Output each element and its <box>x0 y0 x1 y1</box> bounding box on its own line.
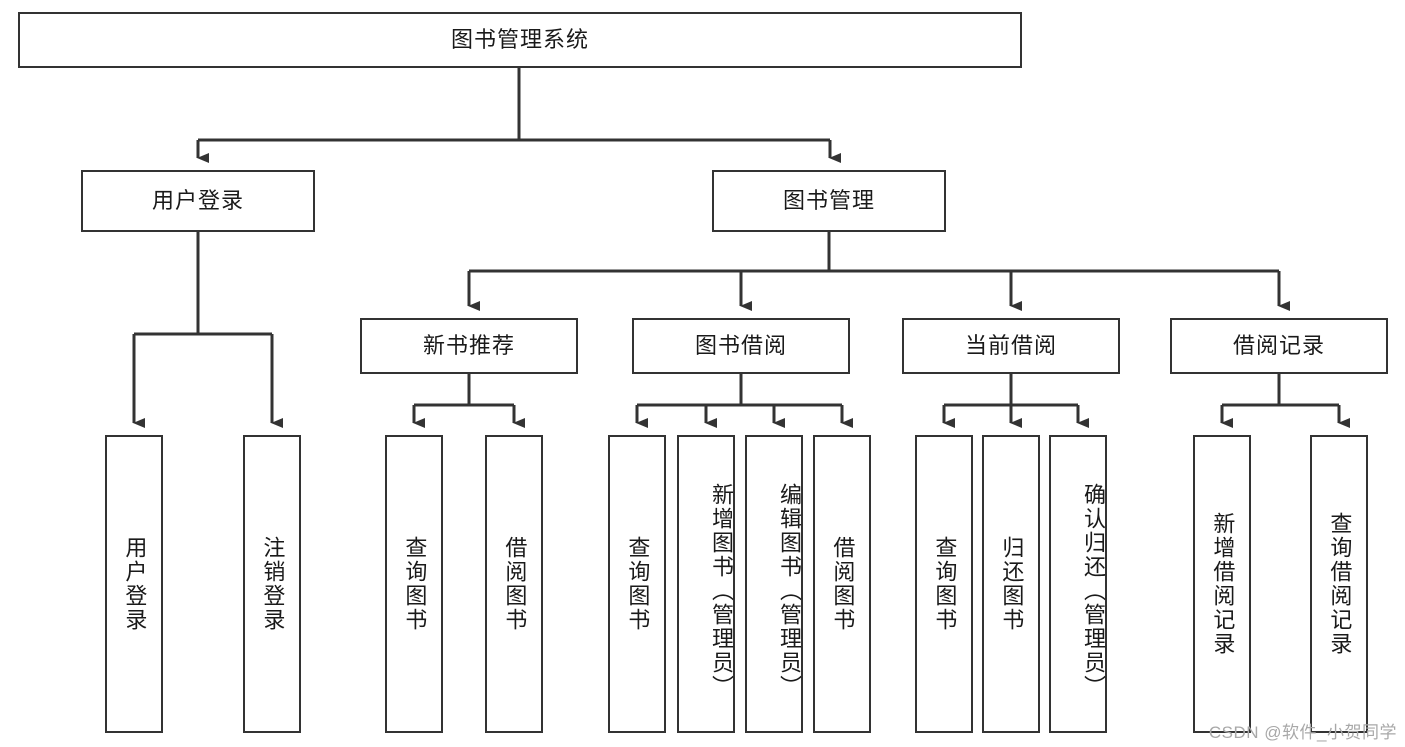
edge-borrow-record-to-leaves <box>1220 374 1350 428</box>
node-leaf-borrow-book[interactable]: 借阅图书 <box>813 435 871 733</box>
node-book-borrow-label: 图书借阅 <box>694 332 787 358</box>
watermark-text: CSDN @软件_小贺同学 <box>1208 723 1397 742</box>
node-leaf-confirm-return-label: 确认归还（管理员） <box>1081 483 1106 699</box>
node-root[interactable]: 图书管理系统 <box>18 12 1022 68</box>
node-leaf-logout[interactable]: 注销登录 <box>243 435 301 733</box>
node-leaf-edit-book[interactable]: 编辑图书（管理员） <box>745 435 803 733</box>
node-current-borrow-label: 当前借阅 <box>964 332 1057 358</box>
node-leaf-add-borrow-record[interactable]: 新增借阅记录 <box>1193 435 1251 733</box>
node-book-manage[interactable]: 图书管理 <box>712 170 946 232</box>
edge-root-to-level2 <box>196 68 841 163</box>
node-leaf-logout-label: 注销登录 <box>260 536 286 632</box>
node-leaf-query-book-current[interactable]: 查询图书 <box>915 435 973 733</box>
node-leaf-borrow-book-recommend-label: 借阅图书 <box>502 536 528 632</box>
node-leaf-confirm-return[interactable]: 确认归还（管理员） <box>1049 435 1107 733</box>
node-user-login[interactable]: 用户登录 <box>81 170 315 232</box>
node-leaf-query-book-borrow[interactable]: 查询图书 <box>608 435 666 733</box>
node-leaf-query-book-current-label: 查询图书 <box>932 536 958 632</box>
edge-book-manage-to-level3 <box>467 232 1290 311</box>
node-leaf-add-book[interactable]: 新增图书（管理员） <box>677 435 735 733</box>
node-leaf-return-book[interactable]: 归还图书 <box>982 435 1040 733</box>
node-leaf-query-book-recommend[interactable]: 查询图书 <box>385 435 443 733</box>
node-leaf-query-borrow-record[interactable]: 查询借阅记录 <box>1310 435 1368 733</box>
node-book-borrow[interactable]: 图书借阅 <box>632 318 850 374</box>
node-new-book-recommend-label: 新书推荐 <box>422 332 515 358</box>
node-user-login-label: 用户登录 <box>151 187 244 213</box>
node-leaf-return-book-label: 归还图书 <box>999 536 1025 632</box>
node-leaf-borrow-book-recommend[interactable]: 借阅图书 <box>485 435 543 733</box>
node-current-borrow[interactable]: 当前借阅 <box>902 318 1120 374</box>
edge-user-login-to-leaves <box>132 232 283 428</box>
node-leaf-add-borrow-record-label: 新增借阅记录 <box>1210 512 1236 656</box>
node-leaf-query-book-recommend-label: 查询图书 <box>402 536 428 632</box>
node-root-label: 图书管理系统 <box>450 26 589 52</box>
node-new-book-recommend[interactable]: 新书推荐 <box>360 318 578 374</box>
node-leaf-query-book-borrow-label: 查询图书 <box>625 536 651 632</box>
node-borrow-record[interactable]: 借阅记录 <box>1170 318 1388 374</box>
node-leaf-add-book-label: 新增图书（管理员） <box>709 483 734 699</box>
node-leaf-borrow-book-label: 借阅图书 <box>830 536 856 632</box>
edge-current-borrow-to-leaves <box>942 374 1089 428</box>
node-leaf-user-login[interactable]: 用户登录 <box>105 435 163 733</box>
edge-new-book-rec-to-leaves <box>412 374 525 428</box>
node-leaf-query-borrow-record-label: 查询借阅记录 <box>1327 512 1353 656</box>
node-borrow-record-label: 借阅记录 <box>1232 332 1325 358</box>
node-book-manage-label: 图书管理 <box>782 187 875 213</box>
edge-book-borrow-to-leaves <box>635 374 853 428</box>
node-leaf-edit-book-label: 编辑图书（管理员） <box>777 483 802 699</box>
node-leaf-user-login-label: 用户登录 <box>122 536 148 632</box>
